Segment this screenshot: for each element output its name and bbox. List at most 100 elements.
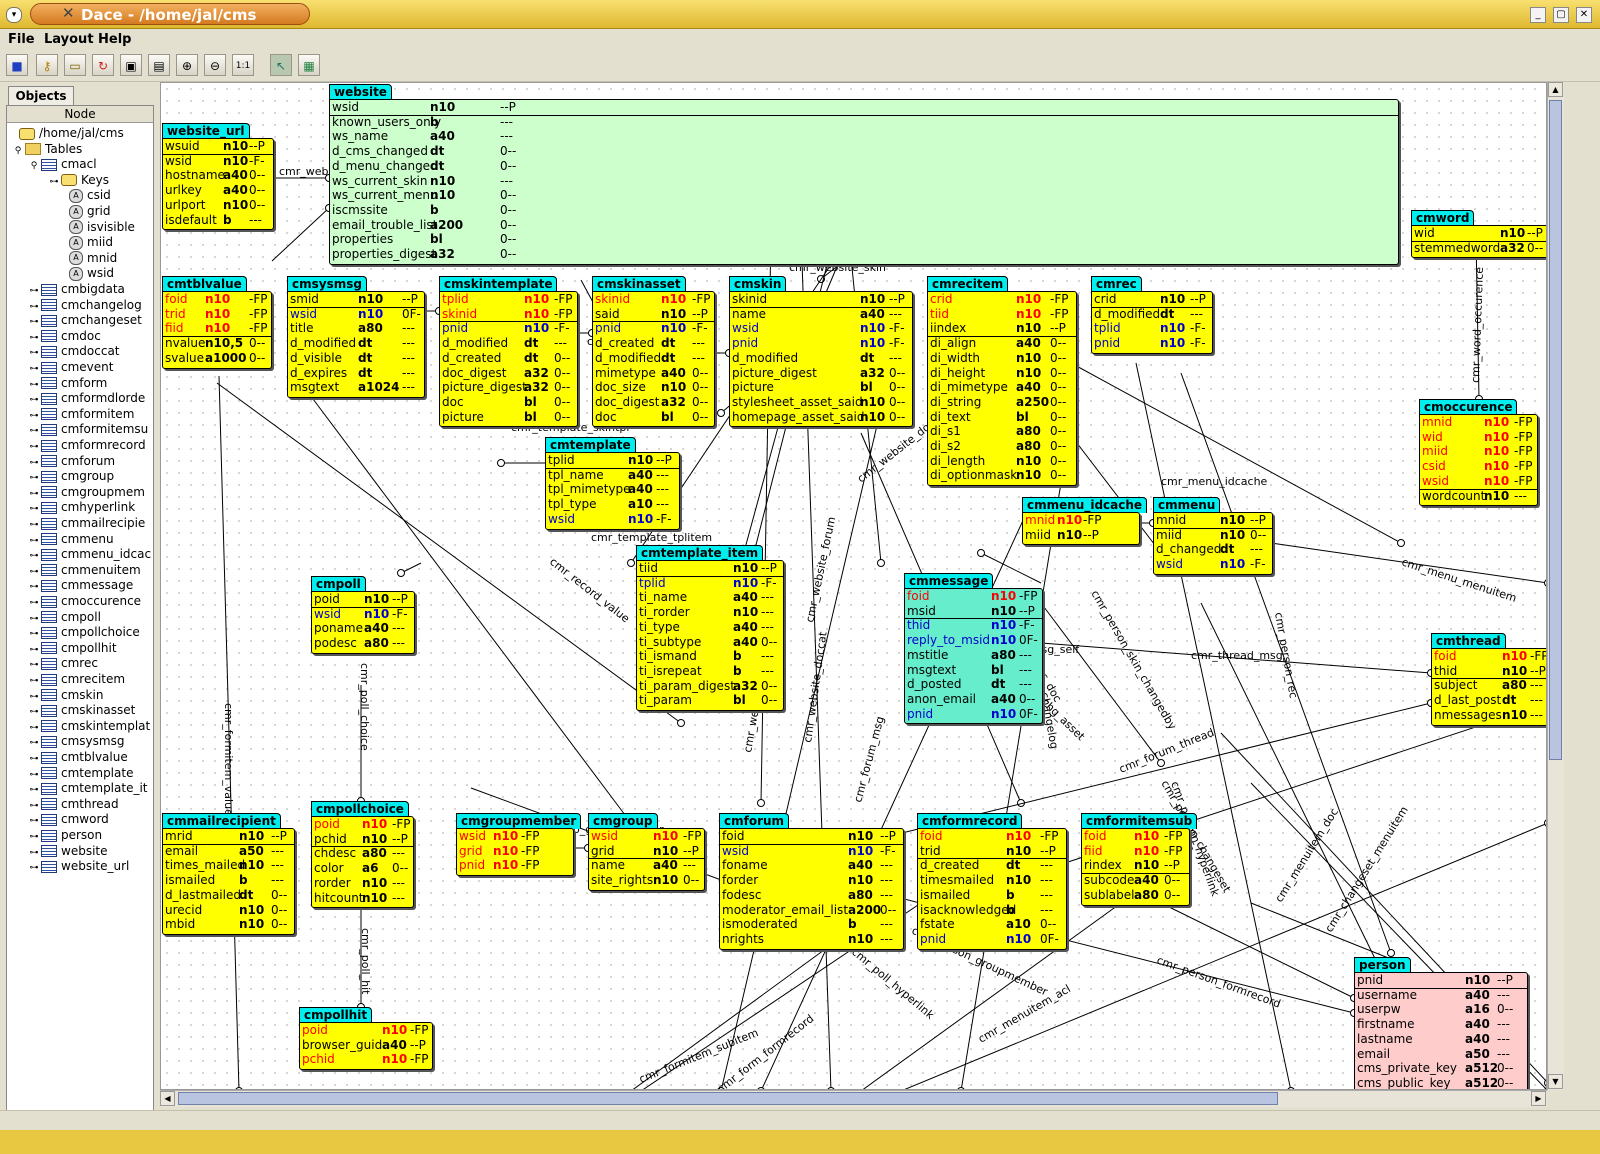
relationship-line[interactable] — [1070, 362, 1402, 544]
expand-toggle-icon[interactable]: ⊶ — [29, 395, 39, 406]
tree-node-table[interactable]: ⊶cmrec — [29, 656, 98, 671]
entity-name[interactable]: cmthread — [1431, 633, 1506, 649]
tree-node-table[interactable]: ⊶cmmenuitem — [29, 563, 141, 578]
entity-name[interactable]: cmpollhit — [299, 1007, 373, 1023]
expand-toggle-icon[interactable]: ⊶ — [29, 800, 39, 811]
vertical-scroll-thumb[interactable] — [1549, 100, 1562, 760]
expand-toggle-icon[interactable]: ⊶ — [29, 504, 39, 515]
select-tool-icon[interactable]: ↖ — [270, 54, 292, 76]
tree-node-table[interactable]: ⊶cmgroupmem — [29, 485, 145, 500]
expand-toggle-icon[interactable]: ⊶ — [29, 832, 39, 842]
tree-node-table[interactable]: ⊶cmchangeset — [29, 313, 142, 328]
open-folder-icon[interactable]: ▭ — [64, 54, 86, 76]
entity-name[interactable]: cmformrecord — [917, 813, 1023, 829]
zoom-out-icon[interactable]: ⊖ — [204, 54, 226, 76]
minimize-button[interactable]: _ — [1530, 7, 1546, 23]
entity-name[interactable]: cmword — [1411, 210, 1475, 226]
scroll-down-icon[interactable]: ▼ — [1548, 1074, 1563, 1089]
zoom-in-icon[interactable]: ⊕ — [176, 54, 198, 76]
entity-name[interactable]: cmgroup — [588, 813, 658, 829]
horizontal-scrollbar[interactable]: ◀ ▶ — [160, 1090, 1547, 1107]
relationship-line[interactable] — [1270, 542, 1547, 584]
expand-toggle-icon[interactable]: ⊶ — [49, 176, 59, 187]
entity-name[interactable]: cmsysmsg — [287, 276, 367, 292]
tree-node-table[interactable]: ⊶cmtemplate — [29, 766, 134, 781]
entity-name[interactable]: cmskinasset — [592, 276, 686, 292]
open-keys-icon[interactable]: ⚷ — [36, 54, 58, 76]
tree-node-table[interactable]: ⊶cmformitemsu — [29, 422, 149, 437]
expand-toggle-icon[interactable]: ⊶ — [29, 785, 39, 796]
expand-toggle-icon[interactable]: ⊶ — [29, 707, 39, 718]
tree-node-table[interactable]: ⊶cmhyperlink — [29, 500, 136, 515]
relationship-line[interactable] — [960, 482, 1062, 1090]
diagram-canvas[interactable]: cmr_website_wsurlcmr_website_skincmr_wor… — [160, 82, 1547, 1090]
tree-node-table[interactable]: ⊶cmpoll — [29, 610, 101, 625]
expand-toggle-icon[interactable]: ⊶ — [29, 410, 39, 421]
relationship-line[interactable] — [1475, 237, 1480, 400]
entity-name[interactable]: cmmailrecipient — [162, 813, 281, 829]
tree-node-table[interactable]: ⊶cmforum — [29, 454, 116, 469]
expand-toggle-icon[interactable]: ⊶ — [29, 457, 39, 468]
expand-toggle-icon[interactable]: ⊶ — [29, 566, 39, 577]
close-button[interactable]: ✕ — [1576, 7, 1592, 23]
